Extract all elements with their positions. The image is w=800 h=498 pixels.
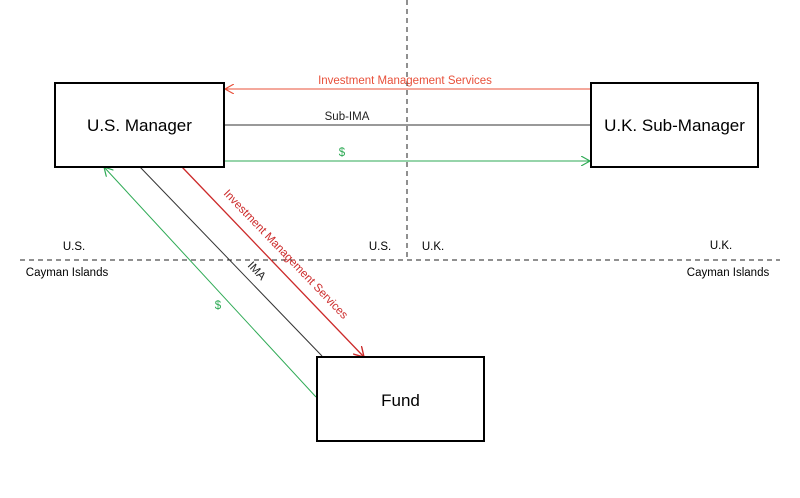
ims-diagonal-arrow [181,166,364,357]
uk-sub-manager-label: U.K. Sub-Manager [604,116,745,135]
ima-line [139,166,323,357]
region-cayman-right: Cayman Islands [687,267,770,279]
payment-diagonal-arrow [104,167,317,398]
uk-sub-manager-box: U.K. Sub-Manager [590,82,759,168]
region-us-mid: U.S. [369,241,391,253]
ims-diagonal-label: Investment Management Services [221,188,350,322]
sub-ima-label: Sub-IMA [325,111,370,123]
ims-top-label: Investment Management Services [318,75,492,87]
payment-top-label: $ [339,147,346,159]
us-manager-box: U.S. Manager [54,82,225,168]
region-us-left: U.S. [63,241,85,253]
fund-label: Fund [381,391,420,410]
region-uk-right: U.K. [710,240,732,252]
us-manager-label: U.S. Manager [87,116,192,135]
region-uk-mid: U.K. [422,241,444,253]
region-cayman-left: Cayman Islands [26,267,109,279]
fund-box: Fund [316,356,485,442]
payment-diagonal-label: $ [215,300,222,312]
